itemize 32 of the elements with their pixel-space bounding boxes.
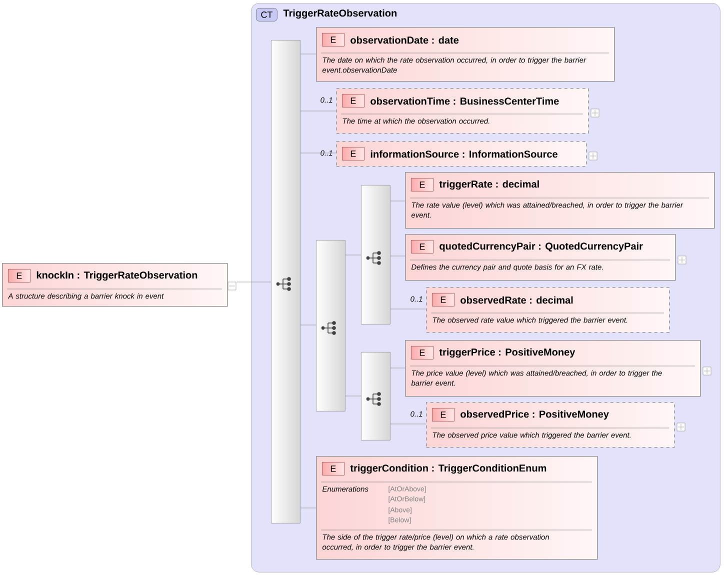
element-name: observationDate : date <box>350 36 459 44</box>
element-badge: E <box>322 462 344 476</box>
compositor-bar <box>361 185 390 324</box>
element-name: quotedCurrencyPair : QuotedCurrencyPair <box>440 242 643 252</box>
type-title: TriggerRateObservation <box>283 9 396 19</box>
element-badge: E <box>342 147 364 160</box>
connector-line <box>300 152 336 154</box>
element-badge: E <box>411 178 434 192</box>
element-badge: E <box>432 293 454 306</box>
element-name: triggerCondition : TriggerConditionEnum <box>350 464 546 474</box>
connector-line <box>345 254 362 256</box>
element-badge: E <box>411 346 434 360</box>
element-name: informationSource : InformationSource <box>370 150 558 158</box>
element-name: observedPrice : PositiveMoney <box>460 410 609 420</box>
connector-line <box>300 324 316 326</box>
element-badge: E <box>342 94 364 108</box>
element-badge: E <box>432 408 454 422</box>
element-name: triggerPrice : PositiveMoney <box>439 348 576 358</box>
element-badge: E <box>8 269 30 282</box>
element-name: knockIn : TriggerRateObservation <box>36 271 198 281</box>
element-badge: E <box>322 33 344 46</box>
element-name: observationTime : BusinessCenterTime <box>370 97 559 105</box>
element-name: triggerRate : decimal <box>439 180 539 190</box>
compositor-bar <box>361 352 390 440</box>
compositor-bar <box>316 240 346 412</box>
type-badge: CT <box>256 8 278 22</box>
compositor-bar <box>271 40 300 524</box>
element-name: observedRate : decimal <box>460 296 573 304</box>
element-badge: E <box>411 240 434 254</box>
connector-line <box>390 200 406 202</box>
connector-line <box>390 308 426 310</box>
connector-line <box>300 110 336 112</box>
